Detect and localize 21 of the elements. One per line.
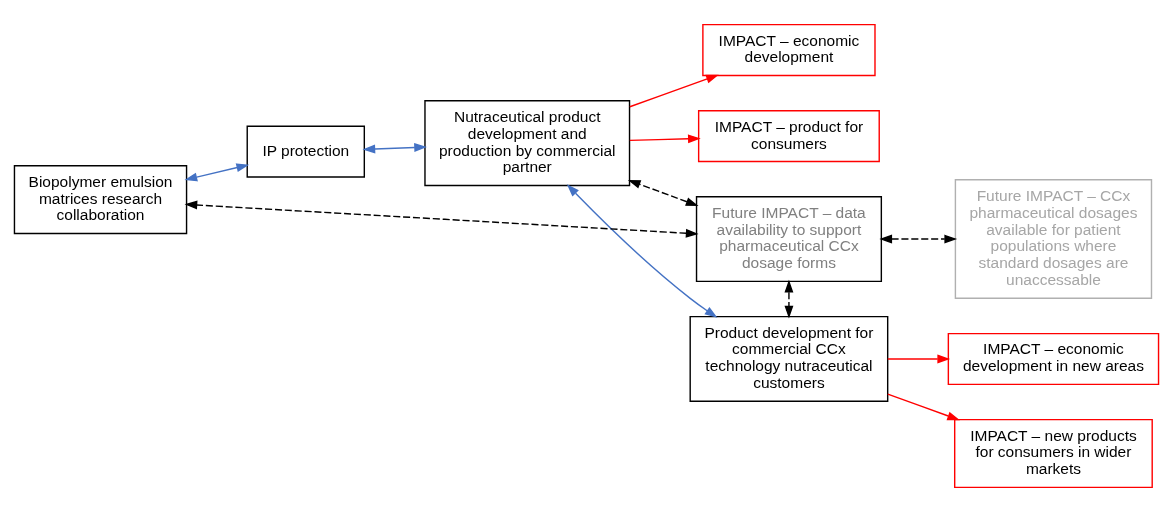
node-box: Nutraceutical product development and production by commercial partner [424, 100, 631, 187]
arrow [566, 184, 718, 318]
arrow [362, 143, 427, 154]
arrow [184, 163, 250, 182]
node-box: Product development for commercial CCx technology nutraceutical customers [689, 315, 889, 402]
node-box: IMPACT – new products for consumers in wider markets [954, 418, 1153, 489]
node-box: IMPACT – economic development in new areas [947, 332, 1160, 386]
arrow [629, 74, 719, 108]
arrow [629, 134, 701, 144]
arrow [879, 234, 958, 244]
node-box: IP protection [246, 125, 365, 178]
arrow [184, 200, 699, 238]
node-box: Biopolymer emulsion matrices research collaboration [13, 165, 188, 235]
arrow [627, 179, 699, 207]
node-box: IMPACT – product for consumers [697, 110, 880, 163]
arrow [887, 354, 951, 364]
arrow [887, 393, 960, 421]
node-box: Future IMPACT – data availability to support pharmaceutical CCx dosage forms [695, 196, 883, 283]
node-box: IMPACT – economic development [702, 23, 876, 77]
arrow [784, 279, 794, 319]
node-box: Future IMPACT – CCx pharmaceutical dosages available for patient populations where standard dosages are unaccessable [954, 179, 1153, 300]
